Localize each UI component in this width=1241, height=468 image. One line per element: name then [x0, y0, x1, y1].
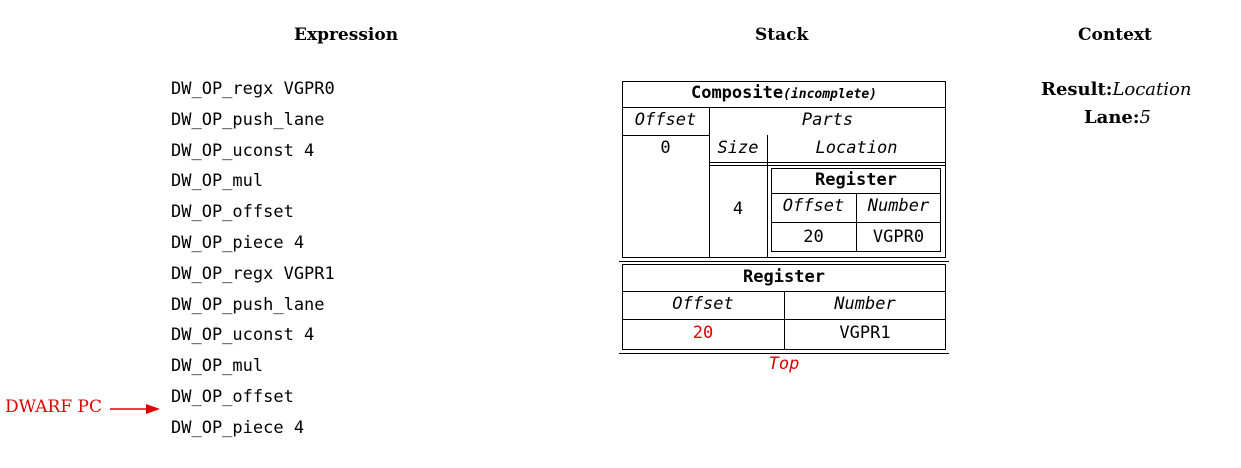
context-result-key: Result:	[1041, 79, 1113, 100]
composite-register-number-header: Number	[867, 196, 930, 216]
register-number-header: Number	[834, 294, 896, 314]
stack-entry-composite	[622, 81, 946, 258]
expression-op: DW_OP_push_lane	[171, 294, 325, 315]
composite-location-header: Location	[815, 138, 898, 158]
context-heading: Context	[1078, 25, 1152, 45]
composite-register-offset-value: 20	[803, 227, 824, 247]
context-result-value: Location	[1112, 79, 1192, 100]
composite-register-title: Register	[815, 170, 897, 190]
divider	[709, 162, 946, 163]
register-offset-header: Offset	[672, 294, 734, 314]
register-offset-value: 20	[692, 323, 714, 343]
composite-offset-header: Offset	[634, 110, 697, 130]
stack-heading: Stack	[755, 25, 809, 45]
context-lane: Lane:5	[1084, 107, 1151, 128]
expression-op-current: DW_OP_piece 4	[171, 417, 305, 438]
expression-op: DW_OP_push_lane	[171, 109, 325, 130]
composite-size-value: 4	[732, 199, 744, 219]
composite-register-number-value: VGPR0	[872, 227, 925, 247]
divider	[784, 291, 785, 350]
register-title: Register	[743, 267, 825, 287]
stack-bottom-rule	[619, 353, 949, 354]
expression-op: DW_OP_mul	[171, 356, 264, 377]
stack-top-label: Top	[768, 354, 800, 374]
expression-heading: Expression	[294, 25, 399, 45]
expression-op: DW_OP_regx VGPR0	[171, 79, 335, 99]
composite-status: (incomplete)	[783, 87, 878, 102]
expression-op: DW_OP_uconst 4	[171, 325, 315, 346]
context-result: Result:Location	[1041, 79, 1191, 100]
composite-title-label: Composite	[690, 83, 784, 103]
composite-title: Composite(incomplete)	[622, 83, 946, 103]
stack-separator	[619, 261, 949, 262]
expression-op: DW_OP_mul	[171, 171, 264, 192]
expression-op: DW_OP_regx VGPR1	[171, 263, 335, 284]
divider	[767, 135, 768, 258]
expression-op: DW_OP_piece 4	[171, 232, 305, 253]
divider	[709, 165, 946, 166]
composite-parts-header: Parts	[801, 110, 854, 130]
composite-offset-value: 0	[660, 138, 671, 158]
divider	[709, 107, 710, 258]
expression-op: DW_OP_offset	[171, 202, 294, 223]
composite-register-offset-header: Offset	[782, 196, 845, 216]
divider	[622, 107, 946, 108]
context-lane-key: Lane:	[1084, 107, 1140, 128]
divider	[622, 319, 946, 320]
expression-op: DW_OP_offset	[171, 386, 294, 407]
dwarf-pc-label: DWARF PC	[5, 397, 102, 417]
composite-size-header: Size	[717, 138, 759, 158]
dwarf-pc-arrow-icon	[110, 404, 160, 414]
expression-op: DW_OP_uconst 4	[171, 140, 315, 161]
register-number-value: VGPR1	[839, 323, 891, 343]
context-lane-value: 5	[1139, 107, 1151, 128]
divider	[622, 135, 709, 136]
divider	[771, 222, 941, 223]
expression-op-list: DW_OP_regx VGPR0 DW_OP_push_lane DW_OP_u…	[171, 74, 335, 444]
